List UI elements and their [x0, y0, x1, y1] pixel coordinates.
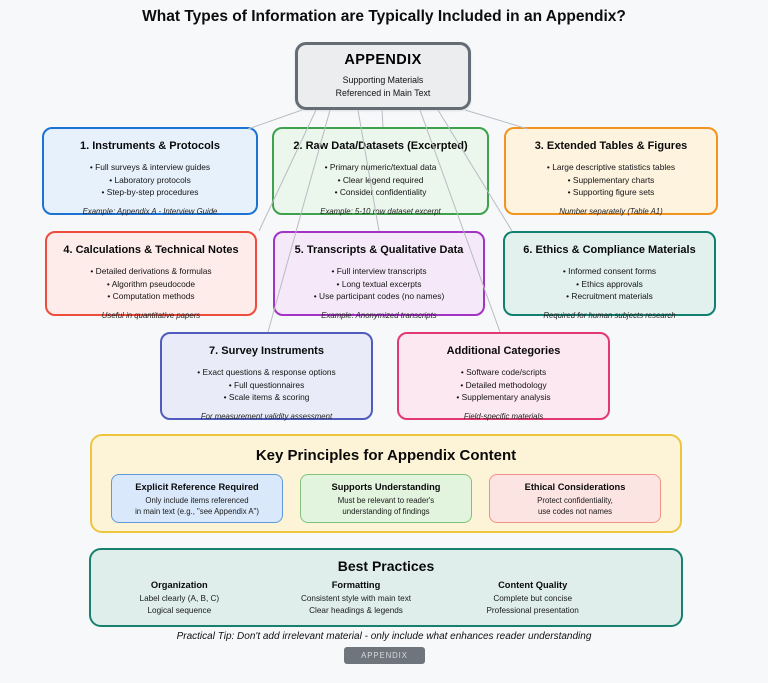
best-practice-line: Professional presentation — [486, 606, 579, 615]
principle-line: use codes not names — [537, 506, 613, 516]
category-bullet: Scale items & scoring — [224, 391, 310, 404]
root-subtitle-line: Referenced in Main Text — [335, 88, 431, 98]
category-bullet: Computation methods — [107, 290, 195, 303]
category-note: Example: 5-10 row dataset excerpt — [320, 206, 441, 216]
principle-supports-understanding: Supports Understanding Must be relevant … — [300, 474, 472, 523]
best-practice-col-title: Organization — [150, 580, 208, 590]
category-bullet: Detailed derivations & formulas — [90, 265, 212, 278]
best-practices-panel: Best Practices Organization Label clearl… — [89, 548, 683, 627]
category-note: Number separately (Table A1) — [559, 206, 663, 216]
category-bullet: Use participant codes (no names) — [314, 290, 444, 303]
category-title: Additional Categories — [446, 345, 561, 357]
best-practice-formatting: Formatting Consistent style with main te… — [268, 580, 445, 617]
category-title: 6. Ethics & Compliance Materials — [523, 244, 696, 256]
best-practice-col-title: Formatting — [331, 580, 381, 590]
root-subtitle-line: Supporting Materials — [342, 75, 424, 85]
category-title: 4. Calculations & Technical Notes — [63, 244, 239, 256]
principle-title: Explicit Reference Required — [135, 482, 259, 492]
best-practices-row: Organization Label clearly (A, B, C) Log… — [91, 580, 621, 617]
category-bullet: Supplementary analysis — [456, 391, 551, 404]
node-raw-data: 2. Raw Data/Datasets (Excerpted) Primary… — [272, 127, 489, 216]
category-bullet: Consider confidentiality — [335, 186, 427, 199]
category-bullet: Supporting figure sets — [568, 186, 654, 199]
best-practice-content-quality: Content Quality Complete but concise Pro… — [444, 580, 621, 617]
node-appendix-root: APPENDIX Supporting Materials Referenced… — [295, 42, 471, 110]
best-practice-line: Clear headings & legends — [309, 606, 403, 615]
best-practices-title: Best Practices — [337, 558, 435, 574]
principle-title: Ethical Considerations — [524, 482, 626, 492]
appendix-button[interactable]: APPENDIX — [344, 647, 425, 664]
category-note: Example: Anonymized transcripts — [321, 310, 437, 320]
principle-line: in main text (e.g., "see Appendix A") — [135, 506, 259, 516]
best-practice-col-title: Content Quality — [498, 580, 568, 590]
category-bullet: Full surveys & interview guides — [90, 161, 210, 174]
category-bullet: Informed consent forms — [563, 265, 656, 278]
key-principles-row: Explicit Reference Required Only include… — [92, 474, 680, 523]
node-instruments-protocols: 1. Instruments & Protocols Full surveys … — [42, 127, 258, 216]
principle-line: Must be relevant to reader's — [337, 496, 435, 505]
category-note: For measurement validity assessment — [200, 411, 333, 421]
node-calculations-technical-notes: 4. Calculations & Technical Notes Detail… — [45, 231, 257, 320]
practical-tip-text: Practical Tip: Don't add irrelevant mate… — [176, 631, 592, 642]
principle-explicit-reference: Explicit Reference Required Only include… — [111, 474, 283, 523]
node-additional-categories: Additional Categories Software code/scri… — [397, 332, 610, 421]
category-bullet: Full questionnaires — [229, 379, 304, 392]
category-bullet: Detailed methodology — [460, 379, 547, 392]
best-practice-line: Consistent style with main text — [300, 594, 412, 603]
page-title: What Types of Information are Typically … — [142, 8, 626, 25]
category-bullet: Large descriptive statistics tables — [547, 161, 675, 174]
category-title: 3. Extended Tables & Figures — [534, 140, 688, 152]
best-practice-line: Label clearly (A, B, C) — [139, 594, 220, 603]
category-bullet: Ethics approvals — [576, 278, 642, 291]
principle-ethical-considerations: Ethical Considerations Protect confident… — [489, 474, 661, 523]
category-note: Field-specific materials — [463, 411, 544, 421]
node-transcripts-qualitative: 5. Transcripts & Qualitative Data Full i… — [273, 231, 485, 320]
category-note: Required for human subjects research — [543, 310, 676, 320]
category-bullet: Primary numeric/textual data — [325, 161, 437, 174]
category-title: 2. Raw Data/Datasets (Excerpted) — [293, 140, 468, 152]
node-survey-instruments: 7. Survey Instruments Exact questions & … — [160, 332, 373, 421]
category-bullet: Exact questions & response options — [197, 366, 336, 379]
category-bullet: Laboratory protocols — [109, 174, 190, 187]
category-bullet: Software code/scripts — [461, 366, 546, 379]
category-title: 7. Survey Instruments — [209, 345, 324, 357]
category-bullet: Full interview transcripts — [331, 265, 427, 278]
principle-title: Supports Understanding — [331, 482, 441, 492]
best-practice-line: Logical sequence — [147, 606, 212, 615]
category-bullet: Clear legend required — [338, 174, 424, 187]
best-practice-line: Complete but concise — [493, 594, 573, 603]
principle-line: Protect confidentiality, — [537, 496, 613, 505]
node-ethics-compliance: 6. Ethics & Compliance Materials Informe… — [503, 231, 716, 320]
principle-line: understanding of findings — [342, 506, 430, 516]
category-title: 5. Transcripts & Qualitative Data — [294, 244, 464, 256]
principle-line: Only include items referenced — [145, 496, 249, 505]
key-principles-panel: Key Principles for Appendix Content Expl… — [90, 434, 682, 533]
category-bullet: Long textual excerpts — [337, 278, 422, 291]
root-title: APPENDIX — [344, 52, 422, 68]
best-practice-organization: Organization Label clearly (A, B, C) Log… — [91, 580, 268, 617]
category-bullet: Supplementary charts — [568, 174, 654, 187]
node-extended-tables-figures: 3. Extended Tables & Figures Large descr… — [504, 127, 718, 216]
category-title: 1. Instruments & Protocols — [80, 140, 220, 152]
category-note: Example: Appendix A - Interview Guide — [82, 206, 218, 216]
key-principles-title: Key Principles for Appendix Content — [255, 447, 517, 464]
category-bullet: Recruitment materials — [566, 290, 652, 303]
category-note: Useful in quantitative papers — [101, 310, 201, 320]
category-bullet: Step-by-step procedures — [102, 186, 199, 199]
category-bullet: Algorithm pseudocode — [107, 278, 195, 291]
